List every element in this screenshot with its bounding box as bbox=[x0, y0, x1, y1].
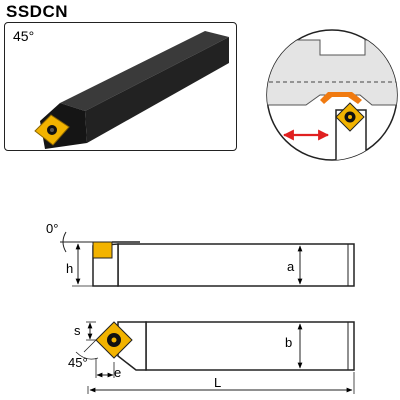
length-L-label: L bbox=[214, 375, 222, 390]
rake-angle-label: 0° bbox=[46, 221, 59, 236]
product-code-title: SSDCN bbox=[6, 2, 69, 21]
lead-angle-label: 45° bbox=[13, 28, 35, 44]
application-detail-circle bbox=[266, 29, 398, 161]
insert-size-s-label: s bbox=[74, 323, 81, 338]
tool-holder-render bbox=[34, 31, 229, 149]
top-view-drawing bbox=[75, 321, 355, 394]
offset-e-label: e bbox=[114, 365, 122, 380]
approach-angle-label: 45° bbox=[68, 355, 88, 370]
height-a-label: a bbox=[287, 259, 295, 274]
width-b-label: b bbox=[285, 335, 293, 350]
height-h-label: h bbox=[66, 261, 74, 276]
shank-side-face bbox=[85, 37, 229, 143]
shank-top-face bbox=[60, 31, 229, 111]
tool-render-panel: 45° bbox=[4, 22, 237, 151]
side-view-drawing bbox=[60, 231, 355, 287]
